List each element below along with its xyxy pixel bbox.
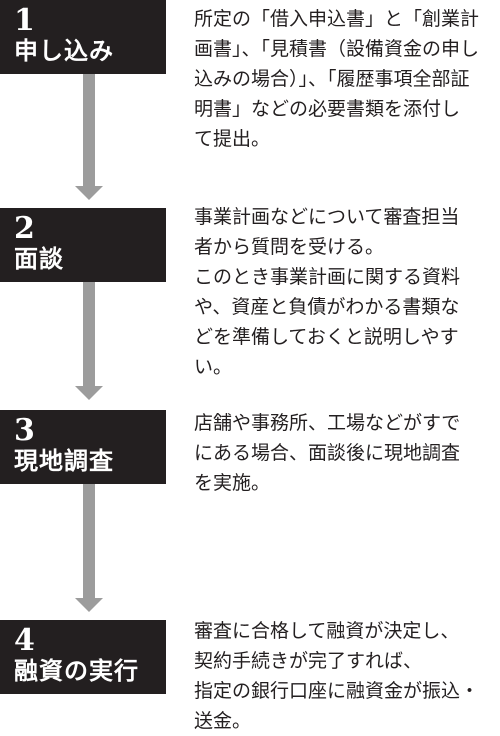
step-3-desc-line: 店舗や事務所、工場などがすで bbox=[194, 412, 461, 434]
step-2-desc-line: 事業計画などについて審査担当 bbox=[194, 206, 460, 228]
step-4-desc-line: 契約手続きが完了すれば、 bbox=[194, 650, 423, 672]
step-1-title: 申し込み bbox=[14, 37, 114, 65]
step-2-desc-line: 者から質問を受ける。 bbox=[194, 236, 385, 258]
step-3-number: 3 bbox=[14, 413, 35, 448]
step-1-description: 所定の「借入申込書」と「創業計 画書」、「見積書（設備資金の申し 込みの場合）」… bbox=[194, 4, 494, 154]
step-4-title: 融資の実行 bbox=[14, 657, 139, 685]
step-1-desc-line: 込みの場合）」、「履歴事項全部証 bbox=[194, 68, 470, 90]
step-2-desc-line: どを準備しておくと説明しやす bbox=[194, 326, 459, 348]
arrow-1-shaft bbox=[83, 74, 95, 186]
step-1-desc-line: 所定の「借入申込書」と「創業計 bbox=[194, 8, 480, 30]
step-2-desc-line: や、資産と負債がわかる書類な bbox=[194, 296, 460, 318]
arrow-3-shaft bbox=[83, 484, 95, 598]
step-3-desc-line: を実施。 bbox=[194, 472, 271, 494]
step-2-description: 事業計画などについて審査担当 者から質問を受ける。 このとき事業計画に関する資料… bbox=[194, 202, 494, 382]
step-1-number: 1 bbox=[14, 3, 35, 38]
step-2-box: 2 面談 bbox=[0, 208, 166, 282]
step-2-desc-line: このとき事業計画に関する資料 bbox=[194, 266, 461, 288]
step-3-desc-line: にある場合、面談後に現地調査 bbox=[194, 442, 461, 464]
step-4-desc-line: 指定の銀行口座に融資金が振込・ bbox=[194, 680, 480, 702]
arrow-3-down-icon bbox=[75, 598, 103, 612]
step-2-desc-line: い。 bbox=[194, 356, 233, 378]
step-4-desc-line: 審査に合格して融資が決定し、 bbox=[194, 620, 460, 642]
step-3-title: 現地調査 bbox=[14, 447, 114, 475]
arrow-1-down-icon bbox=[75, 186, 103, 200]
step-3-description: 店舗や事務所、工場などがすで にある場合、面談後に現地調査 を実施。 bbox=[194, 408, 494, 498]
step-1-desc-line: 明書」などの必要書類を添付し bbox=[194, 98, 461, 120]
step-1-box: 1 申し込み bbox=[0, 0, 166, 74]
step-1-desc-line: 画書」、「見積書（設備資金の申し bbox=[194, 38, 480, 60]
arrow-2-shaft bbox=[83, 282, 95, 386]
step-4-number: 4 bbox=[14, 623, 35, 658]
step-1-desc-line: て提出。 bbox=[194, 128, 271, 150]
step-4-desc-line: 送金。 bbox=[194, 710, 252, 732]
step-3-box: 3 現地調査 bbox=[0, 410, 166, 484]
step-4-description: 審査に合格して融資が決定し、 契約手続きが完了すれば、 指定の銀行口座に融資金が… bbox=[194, 616, 494, 736]
step-2-number: 2 bbox=[14, 211, 35, 246]
step-2-title: 面談 bbox=[14, 245, 64, 273]
step-4-box: 4 融資の実行 bbox=[0, 620, 166, 694]
arrow-2-down-icon bbox=[75, 386, 103, 400]
